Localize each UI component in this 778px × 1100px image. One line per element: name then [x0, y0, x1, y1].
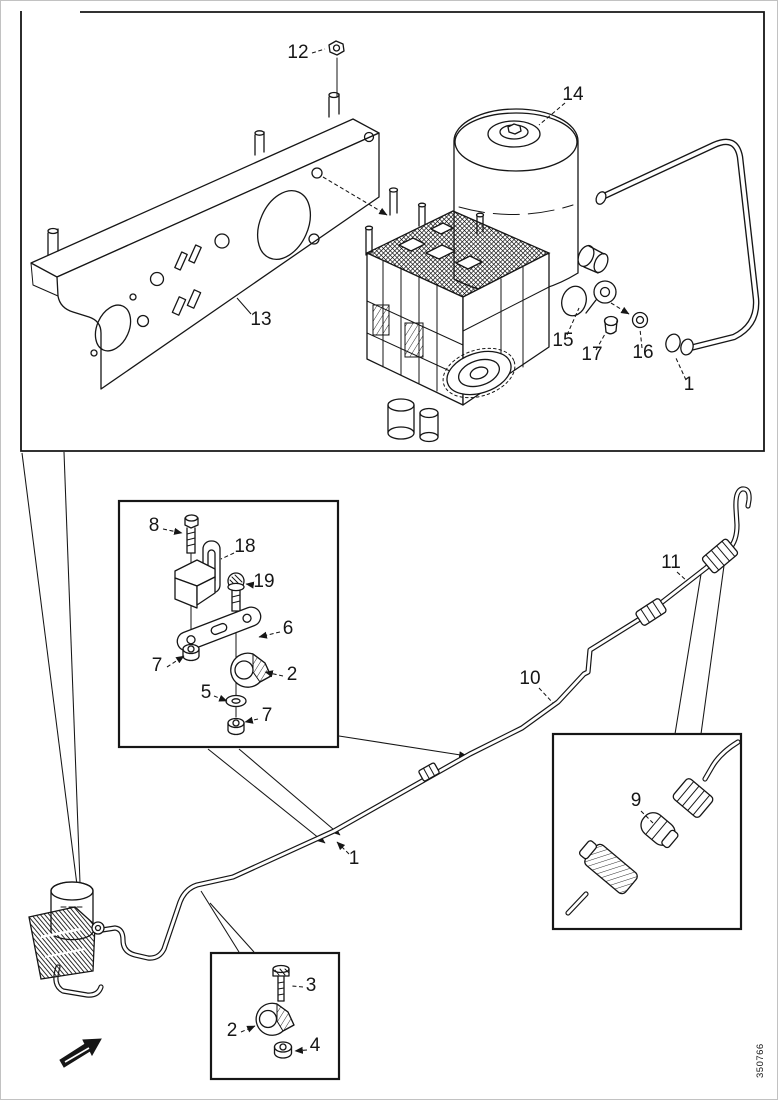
air-processing-unit — [364, 187, 551, 443]
seal-ring-16 — [631, 311, 649, 329]
leader-line-c11 — [676, 571, 688, 582]
box-border — [209, 951, 341, 1081]
leader-line-c2b — [240, 1025, 256, 1033]
main-air-pipe — [53, 486, 752, 998]
leader-line-c2a — [264, 670, 284, 678]
top-assembly-box — [20, 11, 765, 452]
nut-7 — [227, 717, 245, 736]
callout-c1b: 1 — [349, 848, 360, 869]
callout-c9: 9 — [631, 790, 642, 811]
strap-6 — [176, 606, 262, 652]
elbow-fitting-15 — [561, 285, 587, 317]
pipe-coupling — [701, 538, 739, 574]
leader-line-c8 — [162, 527, 183, 535]
callout-c11: 11 — [661, 552, 681, 573]
callout-c2a: 2 — [287, 664, 298, 685]
direction-arrow-icon — [59, 1038, 102, 1068]
leader-line-c6 — [258, 631, 281, 639]
leader-lines — [21, 451, 727, 953]
callout-c19: 19 — [253, 571, 274, 592]
pipe-end-fitting — [665, 333, 681, 353]
leader-line-c12 — [311, 48, 326, 54]
callout-c8: 8 — [149, 515, 160, 536]
leader-line-c16 — [639, 328, 643, 349]
drawing-number: 350766 — [755, 1043, 766, 1078]
plate-stud — [47, 91, 340, 256]
leader-line-c14 — [538, 102, 566, 126]
leader-line-c18 — [220, 552, 235, 560]
delivery-pipe — [595, 138, 760, 356]
callout-c17: 17 — [581, 344, 602, 365]
leader-line-c7a — [166, 655, 185, 668]
mount-position-arrow — [322, 176, 388, 216]
coupling-detail-box — [551, 732, 743, 931]
callout-c5: 5 — [201, 682, 212, 703]
bracket-plate — [30, 91, 380, 390]
pipe-clamp-2 — [255, 1002, 295, 1036]
washer-5 — [225, 694, 247, 708]
leader-line-c10 — [538, 687, 554, 704]
callout-c4: 4 — [310, 1035, 321, 1056]
plate-holes — [90, 131, 375, 357]
callout-c12: 12 — [287, 42, 308, 63]
callout-c1a: 1 — [684, 374, 695, 395]
bracket-detail-box — [117, 499, 340, 749]
leader-line-c4 — [294, 1046, 308, 1054]
leader-line-c3 — [291, 985, 304, 988]
leader-line-c13 — [236, 297, 252, 315]
leader-line-c7b — [244, 716, 259, 724]
dryer-fittings — [561, 244, 649, 335]
leader-line-c19 — [245, 581, 255, 589]
leader-line-c1b — [336, 841, 350, 855]
callout-c14: 14 — [562, 84, 584, 105]
callout-c3: 3 — [306, 975, 317, 996]
leader-line-c17 — [595, 333, 606, 351]
callout-c7b: 7 — [262, 705, 273, 726]
nut-7 — [182, 643, 200, 662]
callout-c6: 6 — [283, 618, 294, 639]
pipe-clamp-2 — [230, 652, 272, 688]
hose-coupling-9 — [565, 739, 741, 916]
bolt-19 — [227, 572, 245, 612]
solenoid-valve — [28, 881, 105, 980]
callout-c13: 13 — [250, 309, 271, 330]
leader-line-c5 — [213, 694, 228, 702]
callout-c7a: 7 — [152, 655, 163, 676]
bolt-17 — [603, 315, 619, 335]
leader-line-c15 — [566, 307, 580, 336]
nut-4 — [273, 1041, 293, 1059]
leader-line-c1a — [674, 355, 687, 381]
box-border — [117, 499, 340, 749]
assembly-box-border — [20, 11, 765, 452]
pipe-coupling — [418, 762, 440, 782]
box-border — [551, 732, 743, 931]
mounting-nut-12 — [328, 40, 345, 97]
bolt-3 — [272, 964, 290, 1002]
callout-c10: 10 — [519, 668, 540, 689]
bolt-8 — [184, 514, 199, 554]
clamp-detail-box — [209, 951, 341, 1081]
callout-c16: 16 — [632, 342, 653, 363]
callout-c15: 15 — [552, 330, 573, 351]
pipe-coupling — [635, 598, 667, 626]
callout-c18: 18 — [234, 536, 255, 557]
mounting-bracket — [174, 559, 216, 609]
leader-line-c9 — [640, 810, 654, 824]
callout-c2b: 2 — [227, 1020, 238, 1041]
